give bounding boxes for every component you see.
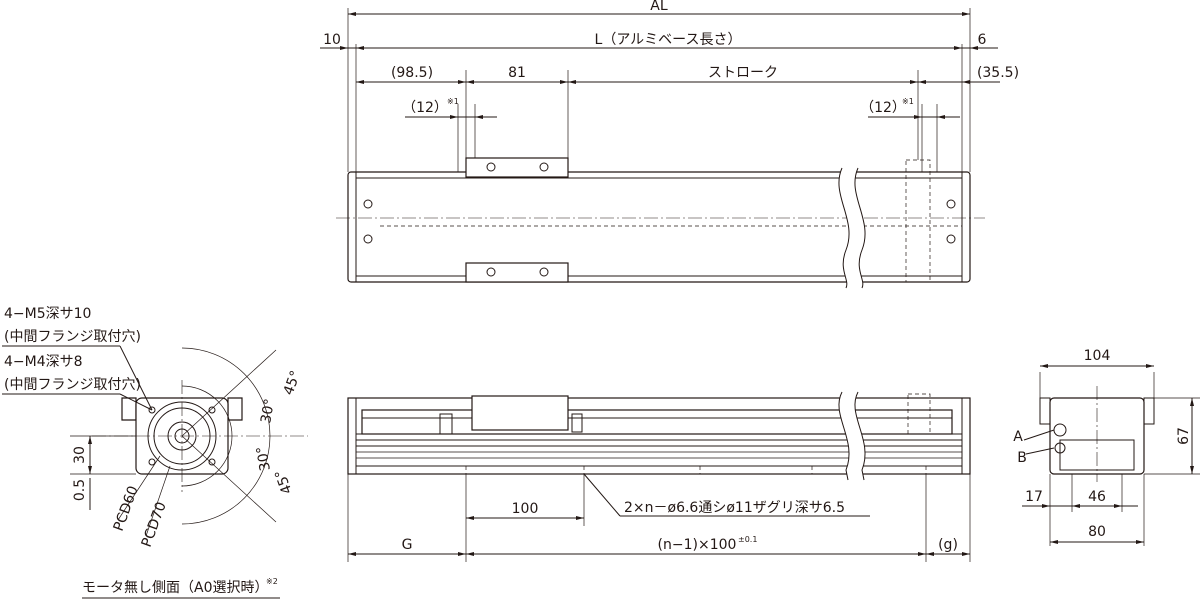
label-10: 10 <box>323 32 341 48</box>
label-46: 46 <box>1088 489 1106 505</box>
label-12-right: （12） <box>860 100 906 116</box>
label-AL: AL <box>650 0 668 14</box>
label-0-5: 0.5 <box>72 479 88 501</box>
note-1-right: ※1 <box>902 97 914 106</box>
dim-12: （12） ※1 （12） ※1 <box>402 97 960 119</box>
label-35-5: (35.5) <box>977 65 1019 81</box>
label-pcd60: PCD60 <box>111 484 142 533</box>
label-pitch: (n−1)×100 <box>658 537 737 553</box>
label-tol: ±0.1 <box>738 535 757 544</box>
label-81: 81 <box>508 65 526 81</box>
label-104: 104 <box>1084 348 1111 364</box>
label-stroke: ストローク <box>708 65 778 81</box>
label-hole-spec: 2×n－ø6.6通シø11ザグリ深サ6.5 <box>624 500 845 516</box>
dim-row-2: (98.5) 81 ストローク (35.5) <box>356 65 1019 84</box>
label-g: (g) <box>938 537 958 553</box>
label-30: 30 <box>72 446 88 464</box>
label-45-top: 45° <box>281 369 305 398</box>
top-view: AL 10 L（アルミベース長さ） 6 (98.5) 81 ストロー <box>320 0 1019 289</box>
label-30-bottom: 30° <box>254 445 274 472</box>
label-12-left: （12） <box>402 100 448 116</box>
label-m4: 4−M4深サ8 <box>4 354 83 370</box>
slider-plate-top <box>465 157 569 178</box>
end-view: 104 67 17 46 80 A B <box>1013 348 1200 546</box>
dim-L: 10 L（アルミベース長さ） 6 <box>320 32 998 50</box>
label-pcd70: PCD70 <box>139 500 170 549</box>
label-6: 6 <box>978 32 987 48</box>
dim-AL: AL <box>348 0 970 16</box>
carriage <box>471 395 569 431</box>
note-1-left: ※1 <box>447 97 459 106</box>
flange-view: 45° 30° 30° 45° 4−M5深サ10 (中間フランジ取付穴) 4−M… <box>2 306 308 599</box>
label-80: 80 <box>1088 524 1106 540</box>
label-m5: 4−M5深サ10 <box>4 306 91 322</box>
through-holes <box>465 466 927 474</box>
label-45-bottom: 45° <box>272 467 296 496</box>
label-L: L（アルミベース長さ） <box>595 32 742 48</box>
label-G: G <box>402 537 413 553</box>
note-2: ※2 <box>266 577 278 586</box>
slider-plate-bottom <box>465 262 569 283</box>
label-m4-sub: (中間フランジ取付穴) <box>4 377 141 393</box>
label-100: 100 <box>512 501 539 517</box>
label-17: 17 <box>1025 489 1043 505</box>
label-67: 67 <box>1176 427 1192 445</box>
caption: モータ無し側面（A0選択時） <box>82 580 268 596</box>
label-98-5: (98.5) <box>391 65 433 81</box>
label-B: B <box>1017 450 1027 466</box>
label-m5-sub: (中間フランジ取付穴) <box>4 329 141 345</box>
mount-holes <box>363 162 956 277</box>
label-A: A <box>1013 429 1023 445</box>
side-view: 100 G (n−1)×100 ±0.1 (g) 2×n－ø6.6通シø11ザグ… <box>347 391 971 562</box>
actuator-body-top <box>347 171 971 283</box>
actuator-body-side <box>347 397 971 475</box>
label-30-top: 30° <box>258 397 278 424</box>
